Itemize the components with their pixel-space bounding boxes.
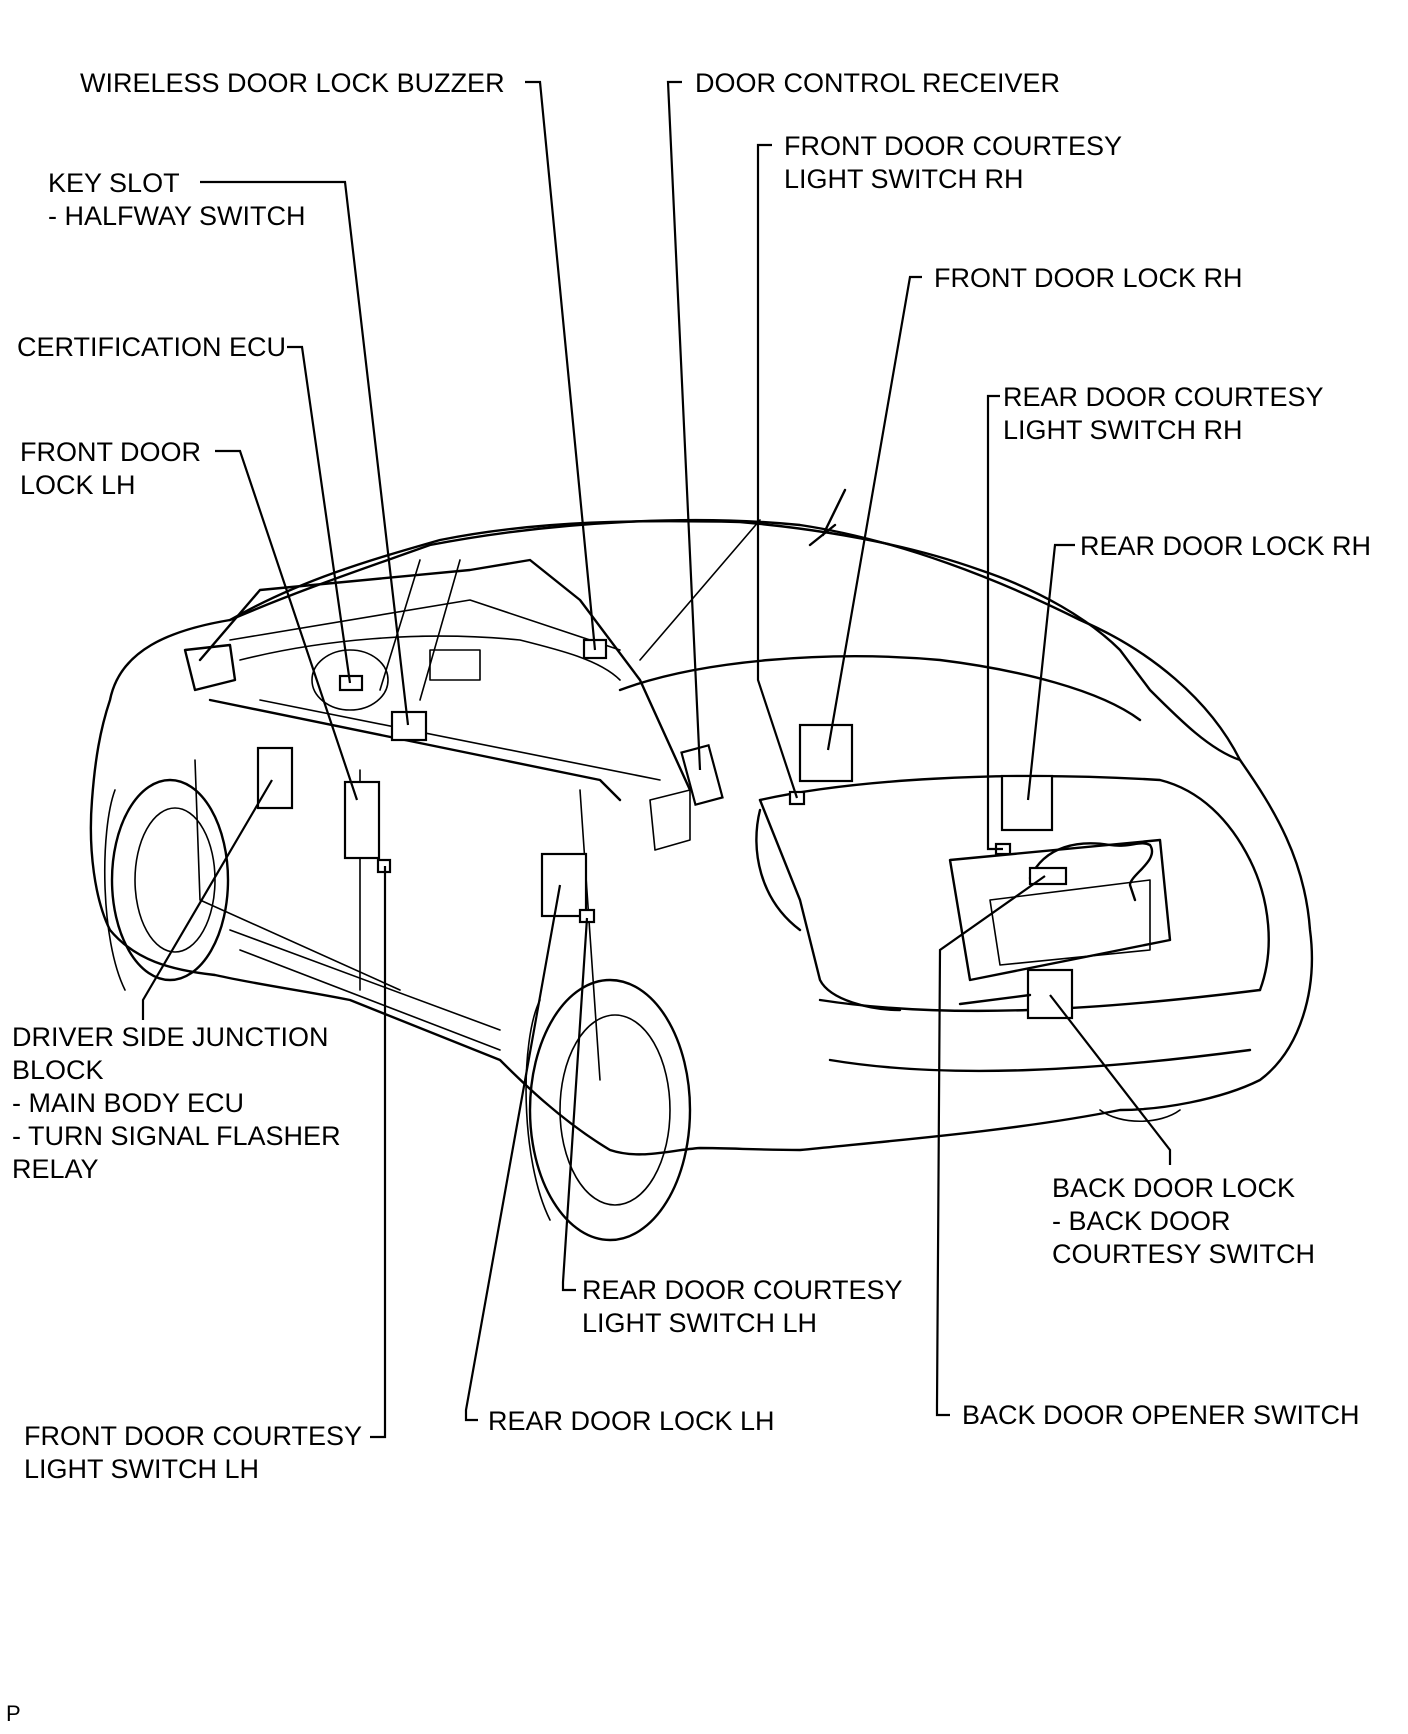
label-back-door-opener-switch: BACK DOOR OPENER SWITCH <box>962 1400 1360 1430</box>
label-back-door-lock-line3: COURTESY SWITCH <box>1052 1239 1315 1269</box>
rear-door-lock-lh-part <box>540 852 588 918</box>
driver-junction-block <box>256 746 294 810</box>
label-front-door-lock-lh-line2: LOCK LH <box>20 470 136 500</box>
label-driver-junction-line5: RELAY <box>12 1154 99 1184</box>
label-key-slot-line1: KEY SLOT <box>48 168 180 198</box>
label-back-door-lock-line1: BACK DOOR LOCK <box>1052 1173 1295 1203</box>
label-front-door-lock-rh: FRONT DOOR LOCK RH <box>934 263 1243 293</box>
label-certification-ecu: CERTIFICATION ECU <box>17 332 286 362</box>
label-rear-door-lock-lh: REAR DOOR LOCK LH <box>488 1406 775 1436</box>
front-door-lock-rh-part <box>798 723 854 783</box>
label-driver-junction-line2: BLOCK <box>12 1055 104 1085</box>
label-driver-junction-line4: - TURN SIGNAL FLASHER <box>12 1121 341 1151</box>
back-door-opener-harness <box>1028 842 1154 902</box>
label-front-door-lock-lh-line1: FRONT DOOR <box>20 437 201 467</box>
label-key-slot-line2: - HALFWAY SWITCH <box>48 201 306 231</box>
label-back-door-lock-line2: - BACK DOOR <box>1052 1206 1231 1236</box>
label-driver-junction-line1: DRIVER SIDE JUNCTION <box>12 1022 329 1052</box>
components <box>256 638 1154 1020</box>
antenna <box>808 488 847 547</box>
rear-wheel <box>528 978 692 1242</box>
label-front-door-courtesy-lh-line2: LIGHT SWITCH LH <box>24 1454 259 1484</box>
label-rear-door-courtesy-rh-line1: REAR DOOR COURTESY <box>1003 382 1324 412</box>
back-door-panel <box>948 838 1172 982</box>
front-door-lock-lh-part <box>343 780 381 860</box>
side-mirror <box>183 643 237 692</box>
label-front-door-courtesy-lh-line1: FRONT DOOR COURTESY <box>24 1421 362 1451</box>
certification-ecu-part <box>338 674 364 692</box>
door-control-receiver-part <box>680 743 724 807</box>
label-rear-door-courtesy-lh-line2: LIGHT SWITCH LH <box>582 1308 817 1338</box>
back-door-lock-part <box>1026 968 1074 1020</box>
roof-line <box>228 519 1242 762</box>
label-front-door-courtesy-rh-line2: LIGHT SWITCH RH <box>784 164 1024 194</box>
front-wheel <box>110 778 230 982</box>
key-slot-part <box>390 710 428 742</box>
label-rear-door-courtesy-lh-line1: REAR DOOR COURTESY <box>582 1275 903 1305</box>
leader-lines <box>141 80 1172 1439</box>
label-rear-door-lock-rh: REAR DOOR LOCK RH <box>1080 531 1371 561</box>
labels: WIRELESS DOOR LOCK BUZZER DOOR CONTROL R… <box>6 68 1371 1726</box>
label-rear-door-courtesy-rh-line2: LIGHT SWITCH RH <box>1003 415 1243 445</box>
label-wireless-door-lock-buzzer: WIRELESS DOOR LOCK BUZZER <box>80 68 505 98</box>
car-body-outline <box>89 518 1314 1156</box>
label-front-door-courtesy-rh-line1: FRONT DOOR COURTESY <box>784 131 1122 161</box>
corner-code: P <box>6 1701 21 1726</box>
rear-door-lock-rh-part <box>1000 774 1054 832</box>
label-driver-junction-line3: - MAIN BODY ECU <box>12 1088 244 1118</box>
label-door-control-receiver: DOOR CONTROL RECEIVER <box>695 68 1060 98</box>
